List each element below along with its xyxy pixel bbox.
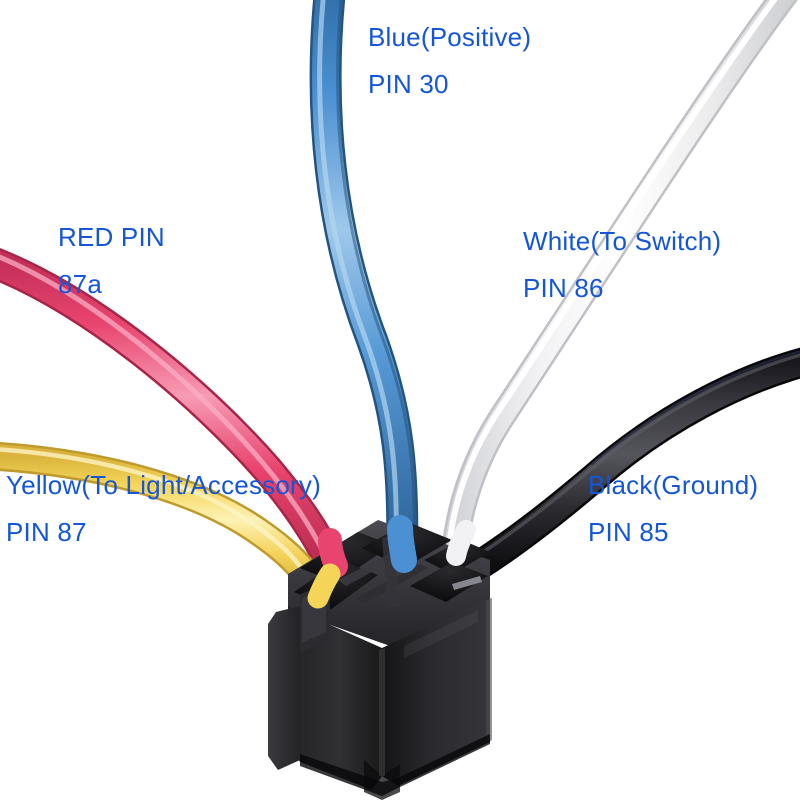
label-black-pin85: Black(Ground) PIN 85: [588, 470, 759, 548]
socket-side-clip: [268, 606, 300, 770]
socket-terminal-blade: [452, 576, 482, 590]
wire-tips-in-socket: [307, 515, 476, 609]
black-wire: [463, 347, 800, 581]
socket-right-edge-highlight: [486, 598, 492, 744]
red-wire-tip: [318, 528, 348, 578]
blue-wire-tip: [387, 515, 417, 573]
label-yellow-line2: PIN 87: [6, 517, 87, 548]
blue-wire: [309, 0, 419, 576]
label-white-line2: PIN 86: [523, 273, 604, 304]
socket-rib-vertical: [382, 536, 400, 608]
label-blue-line1: Blue(Positive): [368, 22, 532, 52]
socket-center-crease: [379, 648, 385, 776]
label-red-line1: RED PIN: [58, 222, 165, 252]
red-wire: [0, 247, 348, 582]
label-white-pin86: White(To Switch) PIN 86: [523, 226, 722, 304]
socket-specular: [404, 610, 478, 658]
socket-bottom-shadow: [300, 734, 490, 796]
white-wire: [442, 0, 798, 554]
label-yellow-line1: Yellow(To Light/Accessory): [6, 470, 321, 500]
label-red-pin87a: RED PIN 87a: [58, 222, 165, 300]
label-yellow-pin87: Yellow(To Light/Accessory) PIN 87: [6, 470, 321, 548]
label-blue-line2: PIN 30: [368, 69, 449, 100]
label-black-line1: Black(Ground): [588, 470, 759, 500]
socket-front-right-face: [382, 598, 490, 786]
white-wire-tip: [446, 520, 476, 566]
socket-front-left-face: [288, 606, 382, 790]
label-white-line1: White(To Switch): [523, 226, 722, 256]
label-blue-pin30: Blue(Positive) PIN 30: [368, 22, 532, 100]
yellow-wire-tip: [307, 563, 341, 609]
socket-well-85: [410, 562, 488, 602]
label-red-line2: 87a: [58, 269, 102, 300]
label-black-line2: PIN 85: [588, 517, 669, 548]
